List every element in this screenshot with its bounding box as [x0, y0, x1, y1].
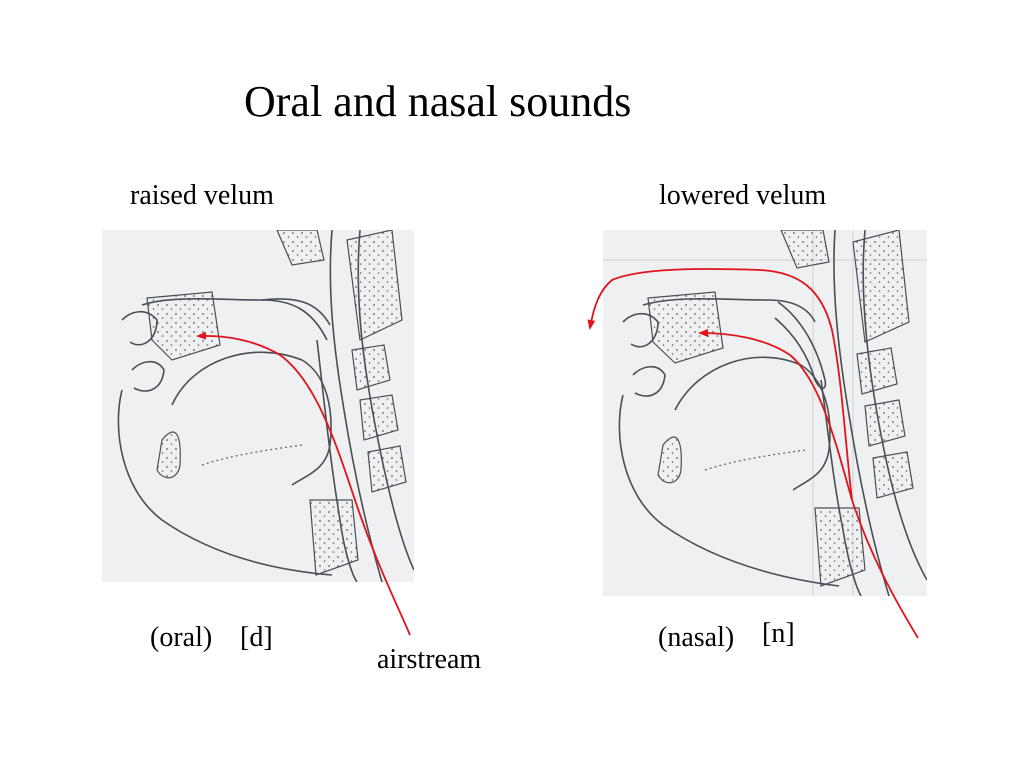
- lowered-velum-diagram: [603, 230, 927, 596]
- left-sound-label: [d]: [240, 622, 273, 653]
- vocal-tract-illustration-oral: [102, 230, 414, 582]
- left-heading: raised velum: [130, 180, 274, 211]
- right-sound-label: [n]: [762, 618, 795, 649]
- left-type-label: (oral): [150, 622, 213, 653]
- raised-velum-diagram: [102, 230, 414, 582]
- vocal-tract-illustration-nasal: [603, 230, 927, 596]
- slide-title: Oral and nasal sounds: [244, 77, 632, 126]
- right-heading: lowered velum: [659, 180, 827, 211]
- right-type-label: (nasal): [658, 622, 735, 653]
- airstream-label: airstream: [377, 644, 482, 675]
